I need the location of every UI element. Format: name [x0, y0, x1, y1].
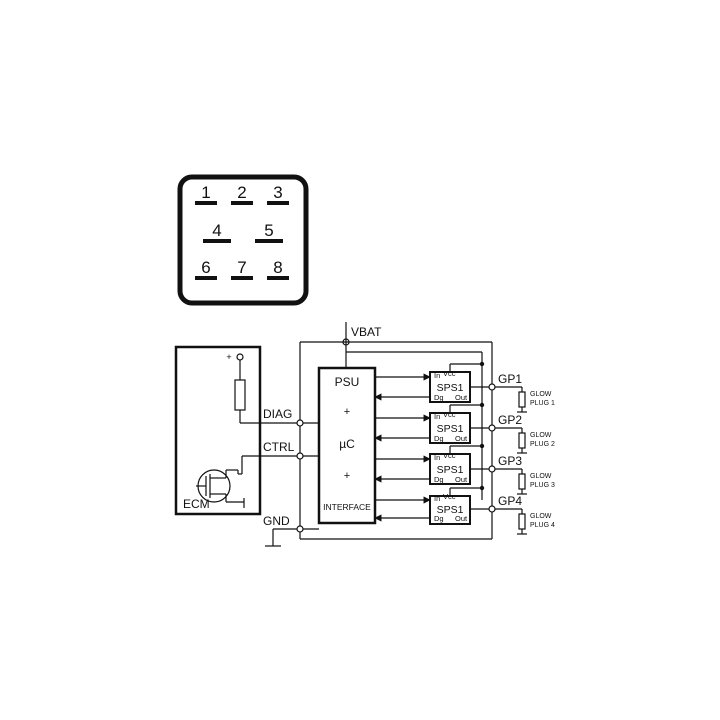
sps1-ch4-in: In: [434, 494, 440, 503]
pin-bar-3: [267, 201, 289, 205]
glow-plug-2-line2: PLUG 2: [530, 441, 555, 448]
sps1-ch1-vcc: Vcc: [443, 369, 456, 378]
gp2-terminal: [488, 424, 496, 432]
sps1-ch1-name: SPS1: [437, 382, 464, 394]
pin-label-8: 8: [273, 258, 282, 277]
pin-label-5: 5: [264, 221, 273, 240]
channel-2: [374, 402, 527, 454]
pin-bar-2: [231, 201, 253, 205]
sps1-ch4-dg: Dg: [434, 514, 444, 523]
controller-plus2-label: +: [344, 470, 350, 482]
pin-label-3: 3: [273, 183, 282, 202]
sps1-ch2-vcc: Vcc: [443, 410, 456, 419]
sps1-ch4-out: Out: [455, 514, 468, 523]
glow-plug-1-line1: GLOW: [530, 391, 552, 398]
sps1-ch3-vcc: Vcc: [443, 451, 456, 460]
vbat-label: VBAT: [351, 325, 382, 339]
controller-psu-label: PSU: [335, 375, 360, 389]
sps1-ch3-in: In: [434, 453, 440, 462]
sps1-ch3-dg: Dg: [434, 475, 444, 484]
supply-plus-label: +: [226, 352, 231, 362]
pin-label-6: 6: [201, 258, 210, 277]
pin-label-2: 2: [237, 183, 246, 202]
glow-plug-4-line2: PLUG 4: [530, 522, 555, 529]
sps1-ch1-dg: Dg: [434, 393, 444, 402]
pin-label-7: 7: [237, 258, 246, 277]
sps1-ch1-in: In: [434, 371, 440, 380]
gnd-terminal: [296, 525, 304, 533]
sps1-ch2-in: In: [434, 412, 440, 421]
sps1-ch3-out: Out: [455, 475, 468, 484]
gp4-terminal: [488, 505, 496, 513]
gp4-label: GP4: [498, 494, 522, 508]
sps1-ch3-name: SPS1: [437, 464, 464, 476]
pin-bar-7: [231, 276, 253, 280]
interface-wiring: [265, 342, 492, 547]
sps1-ch2-name: SPS1: [437, 423, 464, 435]
gp3-label: GP3: [498, 454, 522, 468]
channel-3: [374, 443, 527, 495]
glow-plug-3-line2: PLUG 3: [530, 482, 555, 489]
pin-bar-1: [195, 201, 217, 205]
controller-block: [317, 366, 377, 525]
pin-bar-5: [255, 239, 283, 243]
gp1-label: GP1: [498, 372, 522, 386]
pullup-resistor: [234, 379, 246, 411]
diag-label: DIAG: [263, 407, 292, 421]
pin-label-4: 4: [212, 221, 221, 240]
pin-label-1: 1: [201, 183, 210, 202]
sps1-ch2-out: Out: [455, 434, 468, 443]
pin-bar-8: [267, 276, 289, 280]
gnd-label: GND: [263, 514, 290, 528]
connector-outline: [177, 174, 309, 306]
diag-terminal: [296, 419, 304, 427]
gp2-label: GP2: [498, 413, 522, 427]
channel-4: [374, 485, 527, 535]
sps1-ch2-dg: Dg: [434, 434, 444, 443]
sps1-ch4-vcc: Vcc: [443, 492, 456, 501]
sps1-ch4-name: SPS1: [437, 504, 464, 516]
pin-bar-4: [203, 239, 231, 243]
glow-plug-1-line2: PLUG 1: [530, 400, 555, 407]
ctrl-label: CTRL: [263, 440, 295, 454]
controller-mu-c-label: µC: [339, 437, 355, 451]
pin-bar-6: [195, 276, 217, 280]
gp-terminals: [488, 383, 496, 513]
ecm-label: ECM: [183, 497, 210, 511]
ecm-block: [174, 345, 300, 516]
connector-pins: [195, 201, 289, 280]
ctrl-terminal: [296, 452, 304, 460]
controller-interface-label: INTERFACE: [323, 502, 371, 512]
channel-1: [374, 361, 527, 413]
controller-plus1-label: +: [344, 406, 350, 418]
glow-plug-2-line1: GLOW: [530, 432, 552, 439]
sps1-ch1-out: Out: [455, 393, 468, 402]
gp1-terminal: [488, 383, 496, 391]
glow-plug-3-line1: GLOW: [530, 473, 552, 480]
gp3-terminal: [488, 465, 496, 473]
glow-plug-4-line1: GLOW: [530, 513, 552, 520]
